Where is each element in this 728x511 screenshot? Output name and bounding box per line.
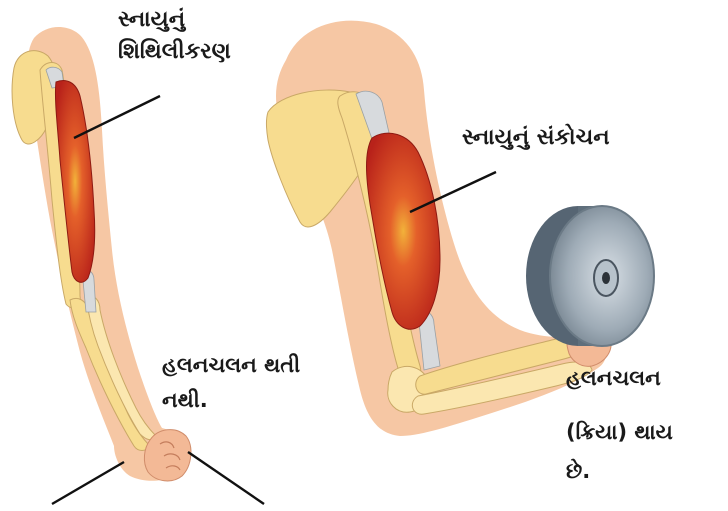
contraction-label: સ્નાયુનું સંકોચન [462,124,610,152]
relaxation-label-line1: સ્નાયુનું [118,6,185,34]
leader-fist [188,452,264,504]
movement-label-line2: (ક્રિયા) થાય [566,419,673,445]
weight-plate [526,206,654,346]
movement-label-line1: હલનચલન [566,365,661,391]
no-movement-label-line2: નથી. [162,387,208,413]
leader-forearm-left [52,462,124,504]
no-movement-label-line1: હલનચલન થતી [162,352,300,378]
movement-label-line3: છે. [566,458,590,484]
relaxation-label-line2: શિથિલીકરણ [118,38,231,66]
weight-plate-hole [602,272,610,284]
